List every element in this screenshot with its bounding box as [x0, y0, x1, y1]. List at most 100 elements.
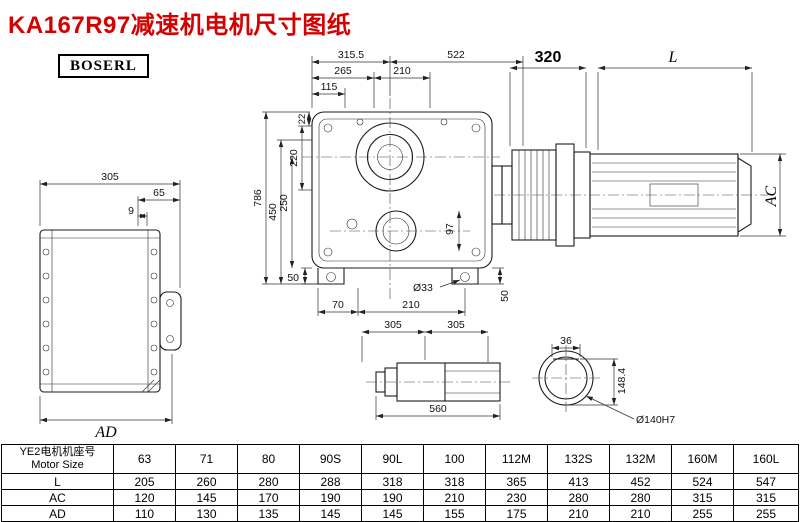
row-label: L: [1, 473, 114, 490]
table-row-ad: AD 110 130 135 145 145 155 175 210 210 2…: [1, 505, 799, 522]
dim-bore-140h7: Ø140H7: [636, 414, 675, 426]
front-view-bolt-holes: [323, 118, 481, 257]
dim-front-786: 786: [252, 189, 264, 207]
dim-front-210-top: 210: [393, 65, 411, 77]
dim-key-148: 148.4: [616, 368, 628, 394]
dim-front-250: 250: [278, 194, 290, 212]
col-header: 100: [423, 444, 486, 474]
motor-size-header-cell: YE2电机机座号 Motor Size: [1, 444, 114, 474]
value-cell: 524: [671, 473, 734, 490]
value-cell: 255: [733, 505, 799, 522]
dim-side-65: 65: [153, 187, 165, 199]
gearbox-side-view: 305 65 9 AD: [39, 171, 182, 441]
col-header: 160L: [733, 444, 799, 474]
value-cell: 315: [733, 489, 799, 506]
side-view-body: [39, 229, 161, 393]
motor-size-table: YE2电机机座号 Motor Size 63 71 80 90S 90L 100…: [1, 444, 799, 522]
front-view-body: [311, 111, 493, 269]
col-header: 132M: [609, 444, 672, 474]
dim-key-36: 36: [560, 335, 572, 347]
row-label: AD: [1, 505, 114, 522]
dim-front-450: 450: [267, 203, 279, 221]
dim-motor-320: 320: [535, 49, 562, 66]
value-cell: 255: [671, 505, 734, 522]
value-cell: 260: [175, 473, 238, 490]
side-view-bolt-holes: [42, 248, 158, 376]
motor-ac-dimension: AC: [740, 153, 786, 237]
motor-size-header-en: Motor Size: [31, 459, 84, 471]
col-header: 71: [175, 444, 238, 474]
front-view-centerlines: [302, 98, 500, 300]
value-cell: 210: [423, 489, 486, 506]
value-cell: 230: [485, 489, 548, 506]
value-cell: 280: [237, 473, 300, 490]
dim-base-305-b: 305: [447, 319, 465, 331]
value-cell: 280: [609, 489, 672, 506]
dim-front-210-bottom: 210: [402, 299, 420, 311]
dim-front-o33: Ø33: [413, 282, 433, 294]
value-cell: 210: [609, 505, 672, 522]
dim-front-50-left: 50: [287, 272, 299, 284]
mounting-feet: [317, 268, 479, 285]
dim-side-9: 9: [128, 205, 134, 217]
value-cell: 315: [671, 489, 734, 506]
dim-front-70: 70: [332, 299, 344, 311]
base-span-dimensions: 305 305: [361, 319, 489, 362]
dim-front-50-right: 50: [499, 290, 511, 302]
value-cell: 120: [113, 489, 176, 506]
dim-front-522: 522: [447, 49, 465, 61]
dim-front-265: 265: [334, 65, 352, 77]
dim-shaft-560: 560: [429, 403, 447, 415]
shaft-keyway: [444, 363, 500, 401]
dim-front-115: 115: [321, 81, 338, 93]
dim-motor-ac: AC: [763, 185, 780, 207]
col-header: 132S: [547, 444, 610, 474]
output-shaft-view: 560: [366, 362, 512, 420]
brand-logo: BOSERL: [58, 54, 149, 78]
value-cell: 210: [547, 505, 610, 522]
dim-front-220: 220: [288, 149, 300, 167]
value-cell: 280: [547, 489, 610, 506]
value-cell: 547: [733, 473, 799, 490]
value-cell: 190: [299, 489, 362, 506]
col-header: 160M: [671, 444, 734, 474]
motor-size-header-cn: YE2电机机座号: [19, 446, 96, 458]
shaft-dimensions: 560: [375, 396, 501, 420]
table-row-ac: AC 120 145 170 190 190 210 230 280 280 3…: [1, 489, 799, 506]
value-cell: 110: [113, 505, 176, 522]
front-view-bottom-dimensions: 50 50 70 210 Ø33 97: [287, 211, 511, 316]
dim-base-305-a: 305: [384, 319, 402, 331]
shaft-section-view: 36 148.4 Ø140H7: [532, 335, 675, 426]
dim-side-305: 305: [101, 171, 119, 183]
front-view-top-dimensions: 315.5 522 265 210 115: [311, 49, 524, 146]
value-cell: 170: [237, 489, 300, 506]
boss-hole-bottom: [166, 335, 174, 343]
value-cell: 413: [547, 473, 610, 490]
dim-side-ad: AD: [94, 424, 117, 441]
section-centerlines: [532, 345, 600, 412]
side-view-details: [40, 230, 161, 393]
value-cell: 130: [175, 505, 238, 522]
value-cell: 175: [485, 505, 548, 522]
front-view-left-dimensions: 786 450 250 220 22: [252, 111, 318, 285]
front-view-inner-contour: [318, 118, 486, 262]
value-cell: 135: [237, 505, 300, 522]
col-header: 90S: [299, 444, 362, 474]
value-cell: 145: [361, 505, 424, 522]
col-header: 112M: [485, 444, 548, 474]
page-title: KA167R97减速机电机尺寸图纸: [8, 12, 352, 39]
value-cell: 145: [299, 505, 362, 522]
boss-hole-top: [166, 299, 174, 307]
col-header: 90L: [361, 444, 424, 474]
dim-front-22: 22: [297, 114, 308, 125]
value-cell: 205: [113, 473, 176, 490]
dimension-drawing: 305 65 9 AD: [39, 49, 786, 441]
value-cell: 452: [609, 473, 672, 490]
table-header-row: YE2电机机座号 Motor Size 63 71 80 90S 90L 100…: [1, 444, 799, 474]
dim-motor-l: L: [668, 49, 678, 66]
value-cell: 318: [361, 473, 424, 490]
value-cell: 365: [485, 473, 548, 490]
value-cell: 318: [423, 473, 486, 490]
value-cell: 288: [299, 473, 362, 490]
col-header: 63: [113, 444, 176, 474]
